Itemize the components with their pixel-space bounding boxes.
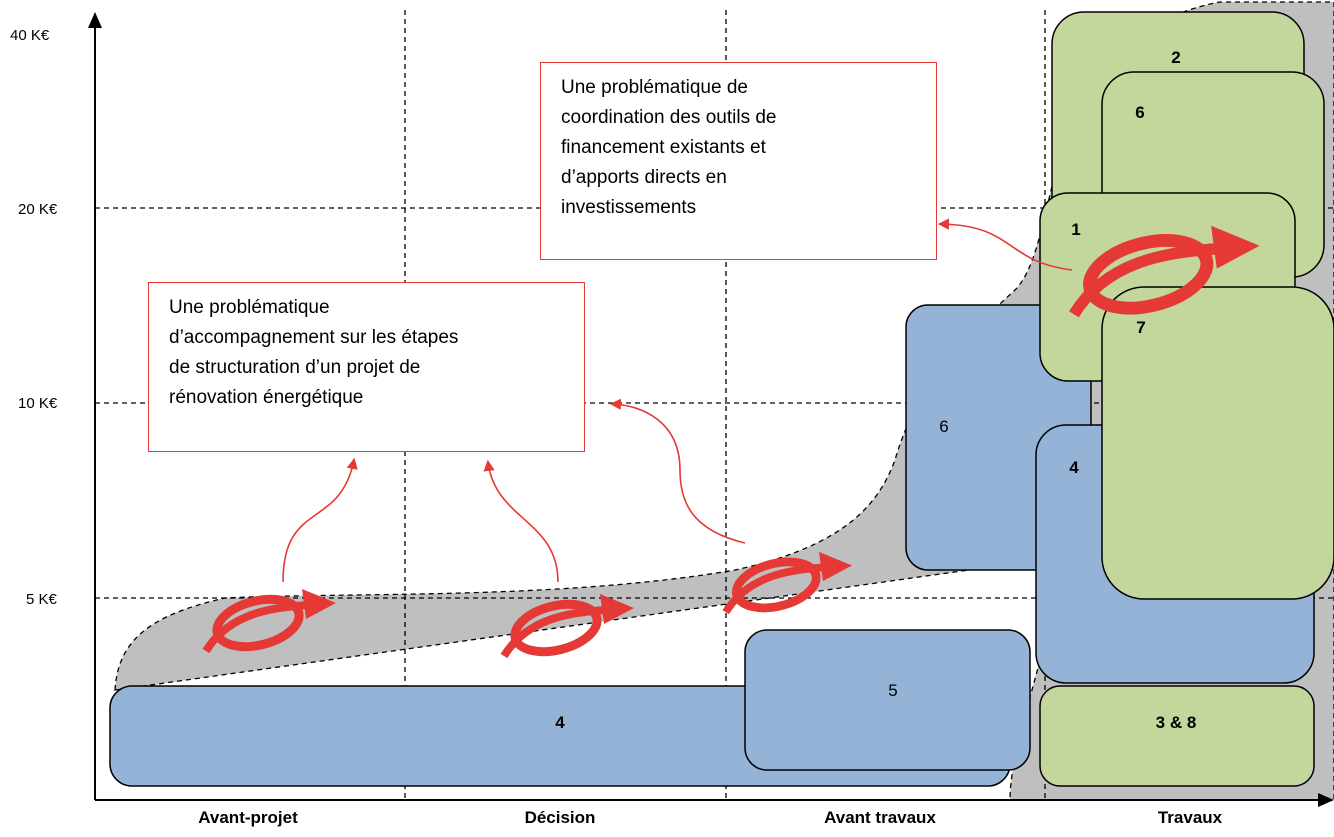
phase-travaux: Travaux [1158,808,1223,827]
callout-financing: Une problématique de coordination des ou… [540,62,937,260]
block-3-8-label: 3 & 8 [1156,713,1197,732]
block-4-bottom-label: 4 [555,713,565,732]
y-tick-20k: 20 K€ [18,201,58,218]
callout-support: Une problématique d’accompagnement sur l… [148,282,585,452]
y-tick-5k: 5 K€ [26,591,58,608]
y-tick-10k: 10 K€ [18,395,58,412]
block-2-label: 2 [1171,48,1180,67]
arrow-avant-travaux [609,398,746,544]
arrow-avant-projet [282,457,358,583]
block-3-8 [1039,685,1315,787]
phase-decision: Décision [525,808,596,827]
arrow-decision [483,459,559,583]
block-1-label: 1 [1071,220,1080,239]
arrow-travaux [937,218,1073,271]
y-tick-40k: 40 K€ [10,27,50,44]
block-4-right-label: 4 [1069,458,1079,477]
axes [88,12,1334,807]
phase-avant-travaux: Avant travaux [824,808,936,827]
block-7-label: 7 [1136,318,1145,337]
block-6-green-label: 6 [1135,103,1144,122]
connector-arrows [282,218,1073,583]
block-7 [1101,286,1334,600]
block-6-blue-label: 6 [939,417,948,436]
block-5-label: 5 [888,681,897,700]
block-5 [744,629,1031,771]
phase-avant-projet: Avant-projet [198,808,298,827]
